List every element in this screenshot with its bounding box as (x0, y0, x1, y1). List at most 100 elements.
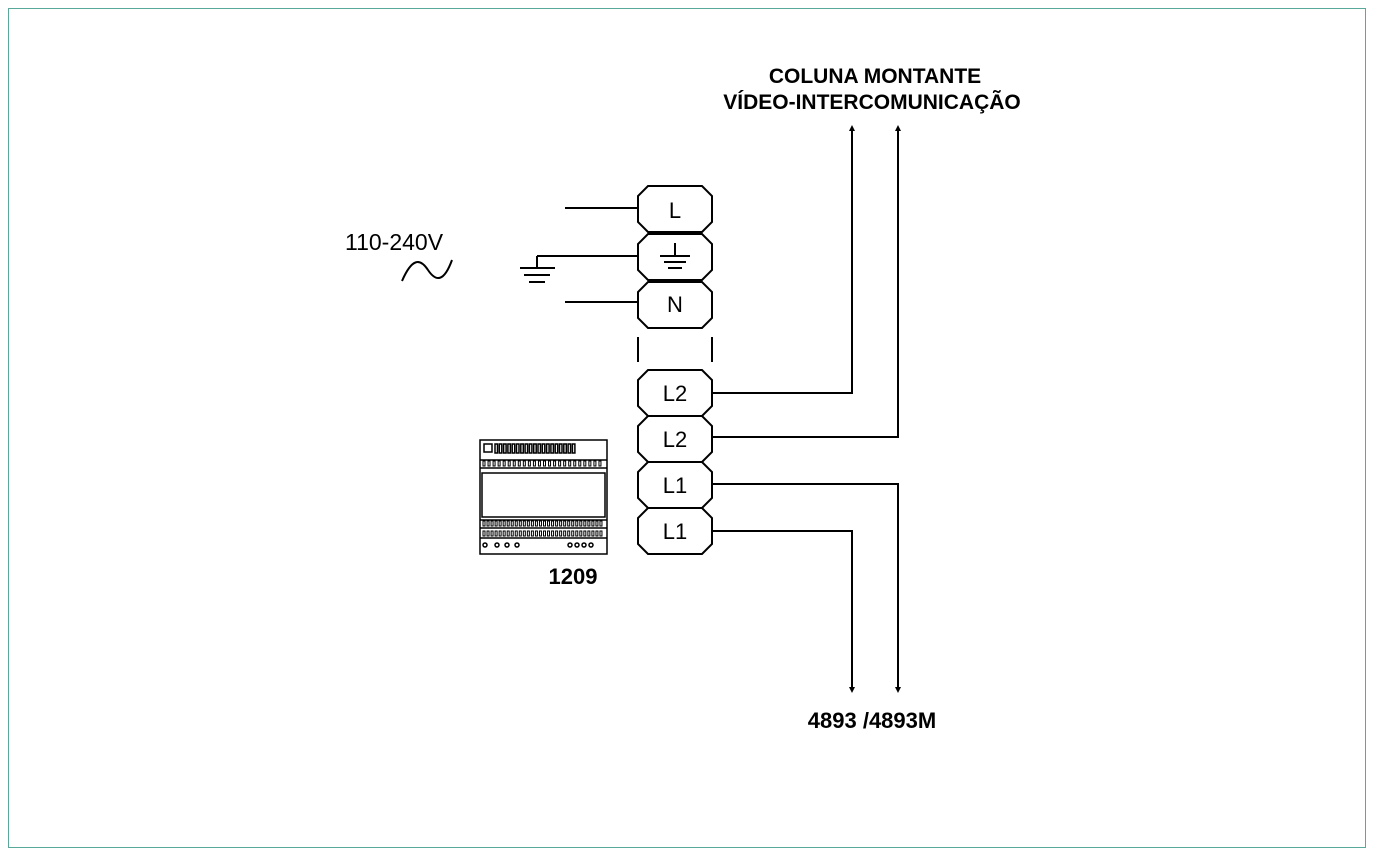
device-pin (498, 520, 502, 527)
device-pin (482, 530, 486, 537)
device-pin (595, 520, 599, 527)
device-pin (563, 460, 567, 467)
device-pin (506, 530, 510, 537)
device-pin (522, 460, 526, 467)
device-pin (524, 443, 529, 454)
device-pin (486, 520, 490, 527)
device-pin (490, 520, 494, 527)
device-pin (518, 520, 522, 527)
device-pin (563, 443, 568, 454)
terminal-L1-a: L1 (637, 461, 713, 509)
terminal-ground-icon (660, 243, 690, 269)
device-pin (534, 530, 538, 537)
device-pin (575, 520, 579, 527)
device-pin (587, 530, 591, 537)
device-pin (526, 530, 530, 537)
svg-text:N: N (667, 292, 683, 317)
device-pin (538, 520, 542, 527)
device-pin (538, 530, 542, 537)
device-pin (498, 530, 502, 537)
device-pin (487, 460, 491, 467)
device-pin (498, 443, 503, 454)
device-pin (554, 443, 559, 454)
device-pin (494, 530, 498, 537)
terminal-N: N (637, 281, 713, 329)
terminal-L1-b: L1 (637, 507, 713, 555)
device-pin (543, 460, 546, 467)
title-line-1: COLUNA MONTANTE (769, 65, 981, 88)
device-pin (599, 520, 603, 527)
device-pin (507, 443, 512, 454)
device-pin (530, 530, 534, 537)
device-pin (512, 460, 516, 467)
device-pin (558, 443, 563, 454)
device-pin (510, 530, 514, 537)
device-pin (530, 520, 534, 527)
device-pin (507, 460, 511, 467)
device-pin (514, 530, 518, 537)
device-label: 1209 (549, 564, 598, 589)
device-pin (547, 530, 551, 537)
device-pin (553, 460, 557, 467)
device-pin (528, 443, 533, 454)
device-pin (522, 530, 526, 537)
device-pin (502, 530, 506, 537)
device-pin (559, 520, 563, 527)
device-pin (494, 443, 499, 454)
device-pin (514, 520, 518, 527)
device-pin (502, 520, 506, 527)
device-pin (563, 530, 567, 537)
device-pin (502, 460, 506, 467)
device-pin (555, 530, 559, 537)
power-supply-module-icon (479, 439, 608, 555)
device-pin (543, 530, 546, 537)
device-pin (545, 443, 550, 454)
device-pin (567, 520, 571, 527)
bottom-label: 4893 /4893M (808, 708, 936, 733)
device-pin (497, 460, 501, 467)
device-pin (599, 530, 603, 537)
device-pin (567, 443, 572, 454)
terminal-L2-a: L2 (637, 369, 713, 417)
device-pin (490, 530, 494, 537)
device-pin (506, 520, 510, 527)
device-pin (559, 530, 563, 537)
device-pin (583, 520, 587, 527)
device-pin (515, 443, 520, 454)
device-pin (532, 460, 536, 467)
device-pin (551, 530, 555, 537)
device-pin (579, 520, 583, 527)
device-pin (494, 520, 498, 527)
device-pin (567, 530, 571, 537)
device-pin (482, 520, 486, 527)
ac-sine-icon (401, 259, 453, 282)
device-pin (571, 520, 575, 527)
device-pin (563, 520, 567, 527)
device-pin (526, 520, 530, 527)
device-pin (568, 460, 572, 467)
device-pin (591, 530, 595, 537)
ground-icon (520, 256, 555, 283)
wire-L1-b-down (712, 530, 855, 693)
device-pin (527, 460, 531, 467)
device-pin (511, 443, 516, 454)
device-pin (555, 520, 559, 527)
title-line-2: VÍDEO-INTERCOMUNICAÇÃO (723, 91, 1021, 114)
device-pin (558, 460, 562, 467)
device-pin (486, 530, 490, 537)
device-pin (537, 460, 541, 467)
device-pin (520, 443, 525, 454)
svg-text:L2: L2 (663, 427, 687, 452)
device-pin (547, 520, 551, 527)
device-pin (510, 520, 514, 527)
svg-text:L: L (669, 198, 681, 223)
device-pin (517, 460, 521, 467)
device-pin (579, 530, 583, 537)
terminal-ground (637, 233, 713, 281)
wire-L1-a-down (712, 483, 901, 693)
device-pin (548, 460, 552, 467)
svg-text:L2: L2 (663, 381, 687, 406)
svg-text:L1: L1 (663, 519, 687, 544)
device-pin (543, 520, 546, 527)
